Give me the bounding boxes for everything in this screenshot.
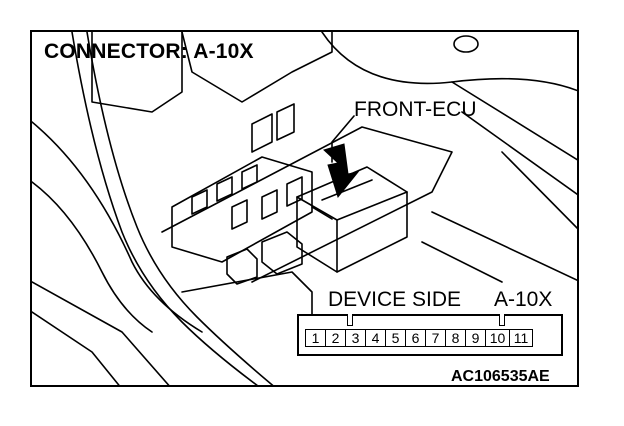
pin-9: 9 xyxy=(465,329,485,347)
pin-5: 5 xyxy=(385,329,405,347)
front-ecu-top xyxy=(296,191,408,221)
connector-key-right xyxy=(499,314,505,326)
pin-10: 10 xyxy=(485,329,509,347)
connector-pinout: 1 2 3 4 5 6 7 8 9 10 11 xyxy=(297,314,563,356)
upper-left-housing xyxy=(91,32,183,113)
pin-6: 6 xyxy=(405,329,425,347)
device-side-label: DEVICE SIDE xyxy=(328,288,462,311)
pin-3: 3 xyxy=(345,329,365,347)
relay-3 xyxy=(241,164,258,190)
figure-id: AC106535AE xyxy=(451,368,550,385)
plug-2 xyxy=(226,248,258,285)
pin-7: 7 xyxy=(425,329,445,347)
relay-7 xyxy=(261,189,278,220)
engine-bay-illustration xyxy=(32,32,577,385)
harness-3 xyxy=(32,121,203,333)
lower-bracket xyxy=(181,271,313,318)
relay-1 xyxy=(191,189,208,215)
arrow-indicator xyxy=(323,143,360,199)
upper-mid-housing xyxy=(181,32,333,103)
connector-key-left xyxy=(347,314,353,326)
pin-4: 4 xyxy=(365,329,385,347)
upper-right-dome xyxy=(321,32,577,92)
front-ecu-callout: FRONT-ECU xyxy=(354,98,477,121)
connector-title: CONNECTOR: A-10X xyxy=(44,40,254,63)
pin-2: 2 xyxy=(325,329,345,347)
pin-11: 11 xyxy=(509,329,533,347)
diagonal-rail xyxy=(161,126,453,283)
front-ecu-box xyxy=(296,166,408,273)
left-base-2 xyxy=(32,311,120,385)
pin-row: 1 2 3 4 5 6 7 8 9 10 11 xyxy=(305,329,533,347)
front-ecu-detail xyxy=(311,179,373,220)
pin-8: 8 xyxy=(445,329,465,347)
relay-block xyxy=(171,156,313,263)
figure-frame: CONNECTOR: A-10X FRONT-ECU DEVICE SIDE A… xyxy=(30,30,579,387)
pin-1: 1 xyxy=(305,329,325,347)
relay-2 xyxy=(216,176,233,202)
relay-6 xyxy=(231,199,248,230)
relay-8 xyxy=(286,176,303,207)
left-base xyxy=(32,281,170,385)
relay-5 xyxy=(276,103,295,141)
dome-cap xyxy=(453,35,479,53)
right-panel xyxy=(451,81,577,230)
right-lower-panel xyxy=(421,211,577,283)
device-code-label: A-10X xyxy=(494,288,553,311)
harness-1 xyxy=(71,32,258,385)
plug-1 xyxy=(261,231,303,275)
relay-4 xyxy=(251,113,273,153)
harness-2 xyxy=(86,32,274,385)
harness-4 xyxy=(32,181,153,333)
